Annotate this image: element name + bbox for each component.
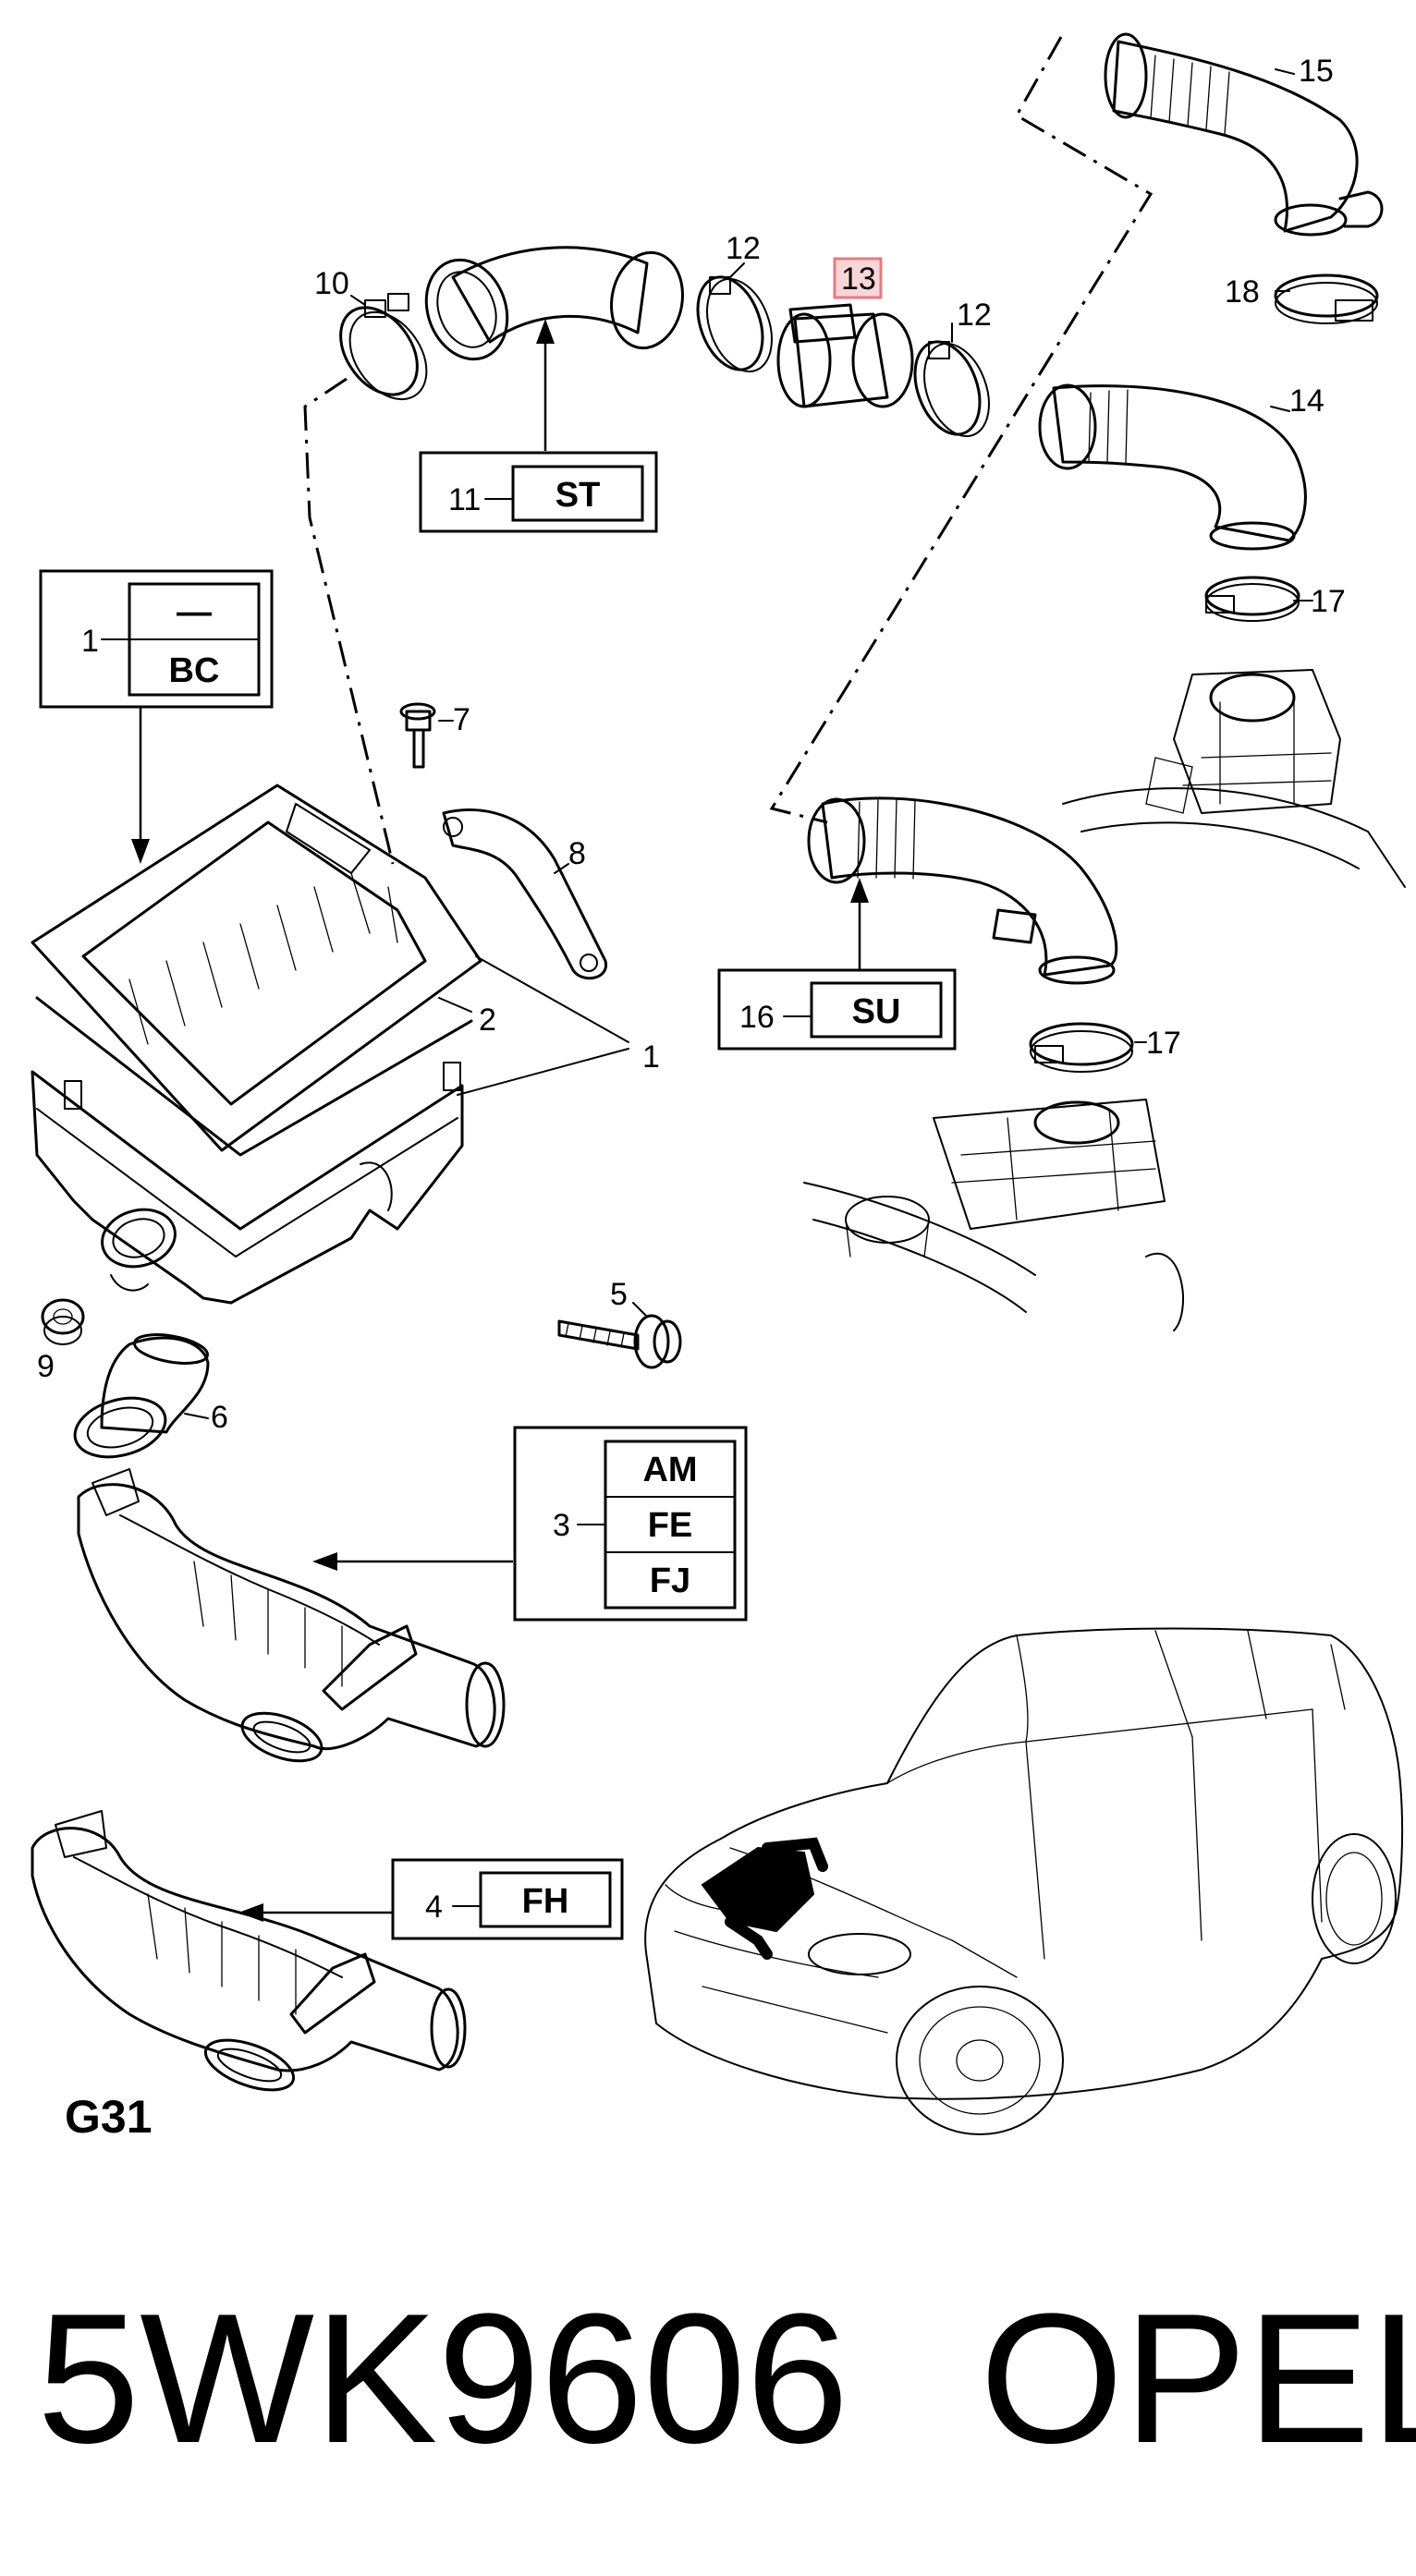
airbox-1-drawing bbox=[31, 784, 482, 1305]
throttle-body-upper-drawing bbox=[1062, 669, 1406, 888]
callout-1-label: 1 bbox=[81, 624, 99, 659]
callout-15-label: 15 bbox=[1299, 54, 1334, 89]
code-3-am: AM bbox=[642, 1451, 697, 1489]
clamp-18-drawing bbox=[1274, 273, 1379, 324]
callout-13-label: 13 bbox=[841, 261, 876, 297]
parts-diagram: 1 — BC 11 ST 16 SU 3 AM FE FJ 4 FH 1 bbox=[31, 32, 1406, 2143]
callout-6-label: 6 bbox=[211, 1400, 228, 1435]
throttle-body-lower-drawing bbox=[803, 1099, 1184, 1331]
callout-16-label: 16 bbox=[739, 1000, 775, 1035]
clamp-12b-drawing bbox=[913, 340, 990, 438]
car-drawing bbox=[644, 1627, 1404, 2135]
screw-5-drawing bbox=[557, 1314, 682, 1369]
code-4-fh: FH bbox=[522, 1882, 569, 1921]
clamp-17a-drawing bbox=[1204, 576, 1300, 622]
clamp-12a-drawing bbox=[696, 275, 773, 373]
callout-10-label: 10 bbox=[314, 266, 349, 301]
callout-14-label: 14 bbox=[1289, 383, 1324, 419]
hose-14-drawing bbox=[1038, 383, 1307, 551]
code-box-1: 1 — BC bbox=[39, 569, 274, 709]
page-code-g31: G31 bbox=[65, 2091, 153, 2143]
callout-7-label: 7 bbox=[453, 702, 470, 737]
grommet-9-drawing bbox=[41, 1298, 85, 1345]
callout-12a-label: 12 bbox=[726, 231, 761, 266]
code-box-16: 16 SU bbox=[717, 968, 957, 1051]
leader-lines bbox=[131, 68, 1313, 1922]
callout-12b-label: 12 bbox=[957, 298, 992, 333]
code-1-bc: BC bbox=[169, 651, 220, 690]
callout-11-label: 11 bbox=[448, 482, 481, 517]
code-3-fe: FE bbox=[648, 1506, 693, 1545]
code-box-4: 4 FH bbox=[391, 1858, 624, 1940]
code-box-3: 3 AM FE FJ bbox=[513, 1426, 748, 1622]
clamp-10-drawing bbox=[339, 293, 428, 401]
hose-11-drawing bbox=[424, 246, 684, 361]
callout-8-label: 8 bbox=[568, 836, 586, 871]
assembly-line-left bbox=[303, 377, 395, 865]
assembly-line-right bbox=[769, 36, 1154, 824]
bracket-8-drawing bbox=[442, 808, 607, 980]
code-16-su: SU bbox=[852, 992, 901, 1031]
code-11-st: ST bbox=[555, 476, 601, 515]
duct-6-drawing bbox=[73, 1333, 210, 1459]
intake-duct-3-drawing bbox=[77, 1468, 506, 1763]
part-number-text: 5WK9606 bbox=[37, 2276, 849, 2482]
clamp-17b-drawing bbox=[1029, 1022, 1134, 1073]
callout-3-label: 3 bbox=[553, 1508, 570, 1543]
intake-duct-4-drawing bbox=[31, 1810, 467, 2092]
callout-18-label: 18 bbox=[1225, 274, 1260, 310]
callout-1b-label: 1 bbox=[642, 1039, 660, 1075]
code-1-dash: — bbox=[177, 593, 212, 632]
callout-4-label: 4 bbox=[425, 1889, 443, 1925]
maf-sensor-13-drawing bbox=[776, 303, 914, 408]
hose-16-drawing bbox=[807, 796, 1118, 985]
callout-numbers: 1 2 5 6 7 8 9 10 12 12 13 14 15 17 17 18… bbox=[37, 54, 1346, 2143]
highlight-box-13 bbox=[833, 257, 883, 299]
brand-text: OPEL bbox=[980, 2276, 1416, 2482]
callout-5-label: 5 bbox=[610, 1277, 628, 1312]
callout-9-label: 9 bbox=[37, 1349, 55, 1384]
callout-2-label: 2 bbox=[479, 1002, 496, 1038]
code-3-fj: FJ bbox=[650, 1561, 690, 1600]
callout-17a-label: 17 bbox=[1311, 584, 1346, 619]
bolt-7-drawing bbox=[399, 702, 436, 769]
hose-15-drawing bbox=[1104, 32, 1384, 237]
code-box-11: 11 ST bbox=[419, 451, 658, 533]
callout-17b-label: 17 bbox=[1146, 1026, 1181, 1061]
